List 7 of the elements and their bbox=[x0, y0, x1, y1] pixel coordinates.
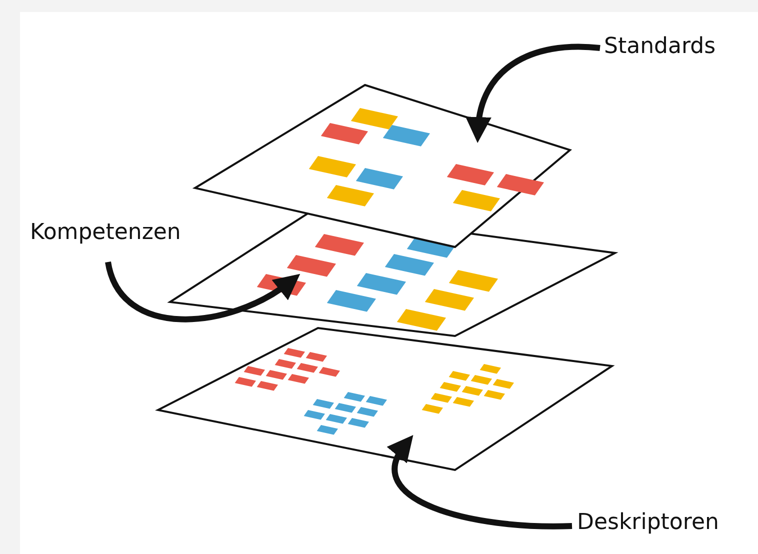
curved-arrow bbox=[105, 261, 301, 322]
curved-arrow bbox=[466, 44, 600, 143]
layer-plane bbox=[157, 327, 613, 471]
layer-label: Standards bbox=[604, 34, 716, 59]
curved-arrow bbox=[387, 434, 572, 530]
layer-label: Kompetenzen bbox=[30, 220, 181, 245]
layer-label: Deskriptoren bbox=[577, 510, 719, 535]
